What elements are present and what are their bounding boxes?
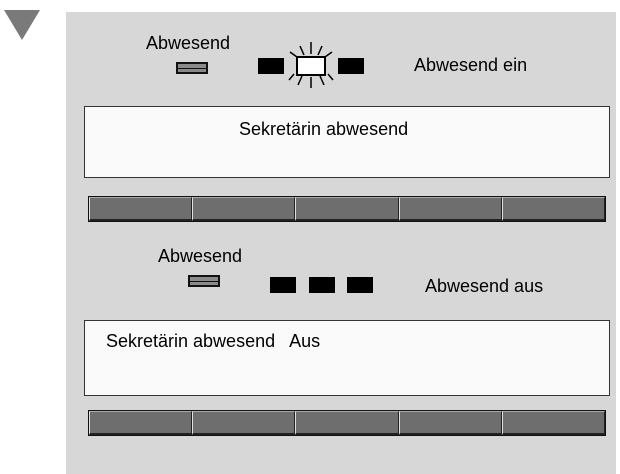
instruction-panel	[66, 12, 616, 474]
absent-key-on[interactable]	[176, 62, 208, 74]
display-on: Sekretärin abwesend	[84, 106, 610, 178]
status-text-on: Abwesend ein	[414, 55, 528, 75]
display-off: Sekretärin abwesend Aus	[84, 320, 610, 396]
softkey[interactable]	[89, 411, 193, 435]
display-text-off: Sekretärin abwesend Aus	[106, 331, 321, 351]
softkey-bar-on	[88, 196, 606, 222]
absent-key-label-off: Abwesend	[158, 246, 243, 266]
softkey[interactable]	[398, 411, 502, 435]
softkey[interactable]	[501, 411, 606, 435]
softkey[interactable]	[89, 197, 193, 221]
softkey[interactable]	[192, 197, 296, 221]
blink-rays-icon	[288, 42, 334, 88]
status-text-off: Abwesend aus	[425, 276, 544, 296]
led-off	[270, 277, 296, 293]
display-text-on: Sekretärin abwesend	[239, 119, 409, 139]
led-blinking	[296, 56, 326, 76]
softkey[interactable]	[501, 197, 606, 221]
led-right	[338, 58, 364, 74]
step-marker-icon	[4, 10, 40, 40]
absent-key-off[interactable]	[188, 275, 220, 287]
led-off	[347, 277, 373, 293]
softkey[interactable]	[295, 197, 399, 221]
led-left	[258, 58, 284, 74]
softkey[interactable]	[398, 197, 502, 221]
softkey[interactable]	[192, 411, 296, 435]
led-off	[309, 277, 335, 293]
softkey[interactable]	[295, 411, 399, 435]
softkey-bar-off	[88, 410, 606, 436]
absent-key-label-on: Abwesend	[146, 33, 231, 53]
